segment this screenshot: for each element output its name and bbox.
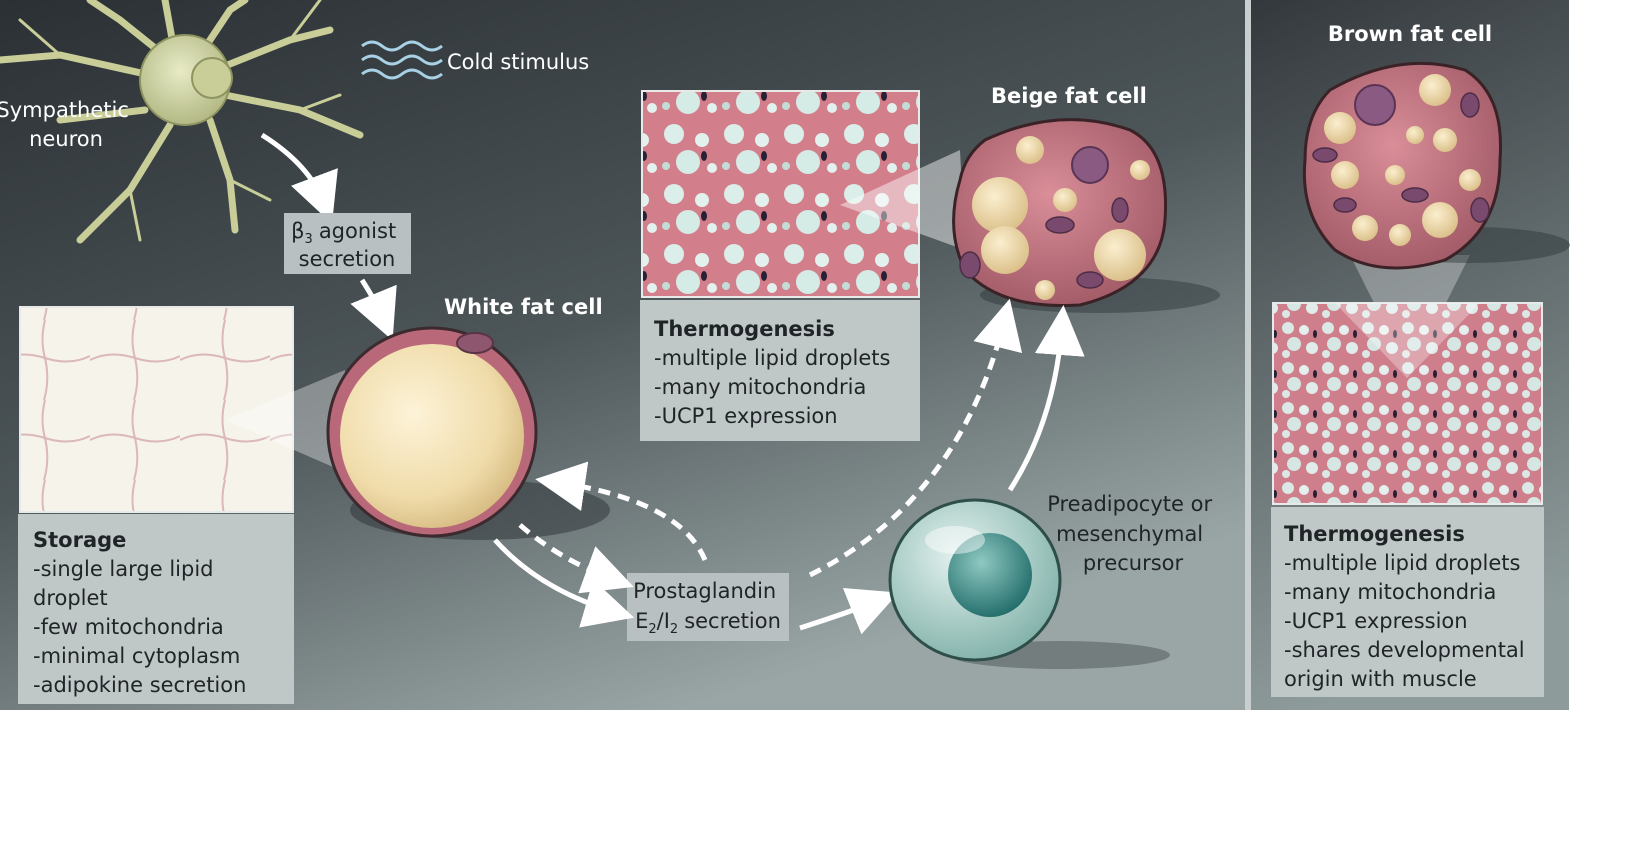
label-sympathetic-neuron: Sympathetic neuron — [0, 98, 136, 151]
white-fat-cell — [326, 326, 610, 540]
label-brown-fat-cell: Brown fat cell — [1328, 22, 1492, 46]
agonist-box — [284, 213, 411, 274]
white-fat-panel — [18, 514, 294, 704]
arrow-neuron-to-agonist — [260, 132, 338, 224]
brown-fat-panel-heading: Thermogenesis — [1284, 522, 1465, 546]
white-fat-panel-heading: Storage — [33, 528, 126, 552]
beige-fat-panel-items: -multiple lipid droplets -many mitochond… — [654, 346, 897, 428]
white-fat-panel-items: -single large lipid droplet -few mitocho… — [33, 557, 247, 697]
white-fat-histology — [19, 306, 294, 513]
arrow-white-to-prostaglandin-solid — [493, 538, 635, 628]
beige-callout — [840, 150, 965, 250]
sympathetic-neuron — [0, 0, 364, 244]
prostaglandin-box — [627, 573, 789, 641]
cold-wave-icon — [361, 40, 443, 80]
brown-fat-cell — [1302, 61, 1570, 375]
label-beige-fat-cell: Beige fat cell — [991, 84, 1147, 108]
label-cold-stimulus: Cold stimulus — [447, 50, 589, 74]
beige-fat-panel — [640, 300, 920, 441]
brown-fat-panel-items: -multiple lipid droplets -many mitochond… — [1284, 551, 1531, 691]
arrow-precursor-to-beige — [1007, 305, 1085, 492]
brown-fat-panel — [1271, 507, 1544, 697]
label-preadipocyte: Preadipocyte or mesenchymal precursor — [1047, 492, 1219, 575]
brown-fat-histology — [1272, 302, 1543, 505]
arrow-agonist-to-white-cell — [350, 278, 397, 341]
arrow-prostaglandin-to-beige-dashed — [808, 298, 1023, 578]
label-white-fat-cell: White fat cell — [444, 295, 603, 319]
white-callout — [225, 370, 345, 470]
brown-callout — [1335, 303, 1480, 378]
arrow-prostaglandin-to-precursor — [799, 587, 899, 635]
precursor-cell — [888, 498, 1170, 669]
beige-fat-panel-heading: Thermogenesis — [654, 317, 835, 341]
arrow-white-to-prostaglandin-dashed — [518, 523, 634, 594]
beige-fat-cell — [952, 118, 1220, 313]
section-divider — [1245, 0, 1251, 710]
arrow-prostaglandin-to-white-dashed — [535, 461, 708, 561]
beige-fat-histology — [641, 90, 920, 298]
